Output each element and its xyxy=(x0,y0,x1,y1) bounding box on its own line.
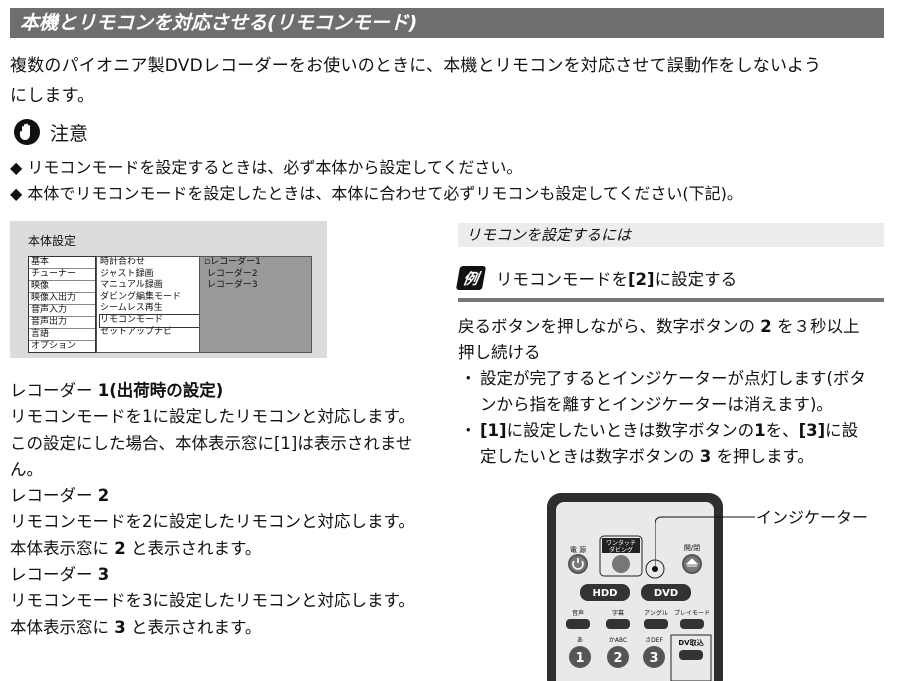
indicator-label: インジケーター xyxy=(756,508,869,527)
recorder-2-title: レコーダー 2 xyxy=(10,486,110,506)
audio-label: 音声 xyxy=(572,609,584,617)
selected-square-icon: ▫ xyxy=(204,257,211,267)
caution-title: 注意 xyxy=(50,122,89,145)
menu-title: 本体設定 xyxy=(28,234,77,248)
menu-mid-item: ダビング編集モード xyxy=(100,291,182,302)
menu-left-item: オプション xyxy=(31,341,77,351)
caution-note-1: ◆ リモコンモードを設定するときは、必ず本体から設定してください。 xyxy=(10,158,523,177)
recorder-3-line: 本体表示窓に 3 と表示されます。 xyxy=(10,617,262,637)
menu-mid-item: 時計合わせ xyxy=(100,257,146,267)
menu-mid-item-selected: リモコンモード xyxy=(99,314,201,328)
indicator-leader-line xyxy=(655,516,755,569)
menu-mid-item: シームレス再生 xyxy=(100,303,163,314)
key-3-label: 3 xyxy=(649,651,658,666)
caution-note-2: ◆ 本体でリモコンモードを設定したときは、本体に合わせて必ずリモコンも設定してく… xyxy=(10,184,743,203)
dv-input-button xyxy=(679,650,703,660)
menu-left-item: 言語 xyxy=(29,329,95,341)
number-key-2 xyxy=(607,646,629,668)
recorder-1-line: ん。 xyxy=(10,459,43,479)
recorder-3-line: リモコンモードを3に設定したリモコンと対応します。 xyxy=(10,591,415,611)
menu-left-item: 音声入力 xyxy=(29,305,95,317)
menu-right-item: レコーダー2 xyxy=(206,268,258,279)
recorder-3-title: レコーダー 3 xyxy=(10,565,110,585)
menu-right-column: ▫レコーダー1 レコーダー2 レコーダー3 xyxy=(199,256,312,353)
menu-mid-item: セットアップナビ xyxy=(100,326,173,337)
dubbing-label-1: ワンタッチ xyxy=(606,539,636,547)
dubbing-button xyxy=(612,555,630,573)
menu-right-item: レコーダー3 xyxy=(206,280,258,291)
dvd-button xyxy=(641,584,691,601)
example-badge: 例 xyxy=(455,266,487,290)
number-key-1 xyxy=(569,646,591,668)
menu-left-item: 映像入出力 xyxy=(29,293,95,305)
subsection-header: リモコンを設定するには xyxy=(458,223,884,247)
menu-mid-item: マニュアル録画 xyxy=(100,280,163,291)
intro-line-2: にします。 xyxy=(10,86,95,106)
instruction-text: 戻るボタンを押しながら、数字ボタンの 2 を３秒以上 押し続ける xyxy=(458,317,860,362)
eject-label: 開/閉 xyxy=(684,544,700,552)
key-1-top-label: あ xyxy=(577,637,583,644)
remote-control-illustration: 電 源 ワンタッチ ダビング 開/閉 HDD DVD 音声 字幕 アングル プレ… xyxy=(547,493,723,681)
number-key-3 xyxy=(643,646,665,668)
audio-button xyxy=(566,619,590,629)
example-heading: 例 リモコンモードを[2]に設定する xyxy=(455,265,737,291)
menu-middle-column: 時計合わせ ジャスト録画 マニュアル録画 ダビング編集モード シームレス再生 リ… xyxy=(96,256,201,353)
playmode-label: プレイモード xyxy=(674,610,710,617)
hand-stop-icon xyxy=(14,119,40,145)
recorder-1-title: レコーダー 1(出荷時の設定) xyxy=(10,381,224,400)
menu-left-item: 音声出力 xyxy=(29,317,95,329)
dubbing-label-2: ダビング xyxy=(609,546,633,554)
angle-button xyxy=(644,619,668,629)
caution-heading: 注意 xyxy=(14,118,88,146)
bullet-item: ・ [1]に設定したいときは数字ボタンの1を、[3]に設 定したいときは数字ボタ… xyxy=(460,421,859,466)
angle-label: アングル xyxy=(644,609,668,617)
hdd-button xyxy=(580,584,630,601)
dvd-label: DVD xyxy=(654,588,678,599)
menu-left-item: チューナー xyxy=(29,269,95,281)
key-1-label: 1 xyxy=(575,651,584,666)
menu-left-item: 映像 xyxy=(29,281,95,293)
menu-left-item: 基本 xyxy=(29,257,95,269)
key-2-label: 2 xyxy=(613,651,622,666)
menu-right-item: ▫レコーダー1 xyxy=(204,257,261,267)
recorder-1-line: この設定にした場合、本体表示窓に[1]は表示されませ xyxy=(10,433,413,453)
playmode-button xyxy=(680,619,704,629)
menu-mid-item: ジャスト録画 xyxy=(100,268,154,279)
subtitle-button xyxy=(606,619,630,629)
key-3-top-label: さDEF xyxy=(645,637,663,644)
dv-input-label: DV取込 xyxy=(678,638,703,647)
key-2-top-label: かABC xyxy=(609,637,627,644)
menu-left-column: 基本 チューナー 映像 映像入出力 音声入力 音声出力 言語 オプション xyxy=(28,256,96,353)
bullet-item: ・ 設定が完了するとインジケーターが点灯します(ボタ ンから指を離すとインジケー… xyxy=(460,369,866,414)
eject-icon xyxy=(685,558,699,567)
recorder-modes: レコーダー 1(出荷時の設定) リモコンモードを1に設定したリモコンと対応します… xyxy=(10,378,440,641)
hdd-label: HDD xyxy=(593,588,618,599)
power-icon xyxy=(572,558,584,570)
section-header: 本機とリモコンを対応させる(リモコンモード) xyxy=(10,8,884,38)
instruction-bullets: ・ 設定が完了するとインジケーターが点灯します(ボタ ンから指を離すとインジケー… xyxy=(458,366,888,470)
recorder-2-line: リモコンモードを2に設定したリモコンと対応します。 xyxy=(10,512,415,532)
recorder-2-line: 本体表示窓に 2 と表示されます。 xyxy=(10,538,262,558)
recorder-1-line: リモコンモードを1に設定したリモコンと対応します。 xyxy=(10,407,415,427)
example-divider xyxy=(458,298,884,302)
subtitle-label: 字幕 xyxy=(612,609,624,617)
intro-line-1: 複数のパイオニア製DVDレコーダーをお使いのときに、本機とリモコンを対応させて誤… xyxy=(10,56,822,76)
intro-text: 複数のパイオニア製DVDレコーダーをお使いのときに、本機とリモコンを対応させて誤… xyxy=(10,51,890,111)
settings-menu-screenshot: 本体設定 基本 チューナー 映像 映像入出力 音声入力 音声出力 言語 オプショ… xyxy=(10,221,327,358)
power-label: 電 源 xyxy=(570,545,586,554)
